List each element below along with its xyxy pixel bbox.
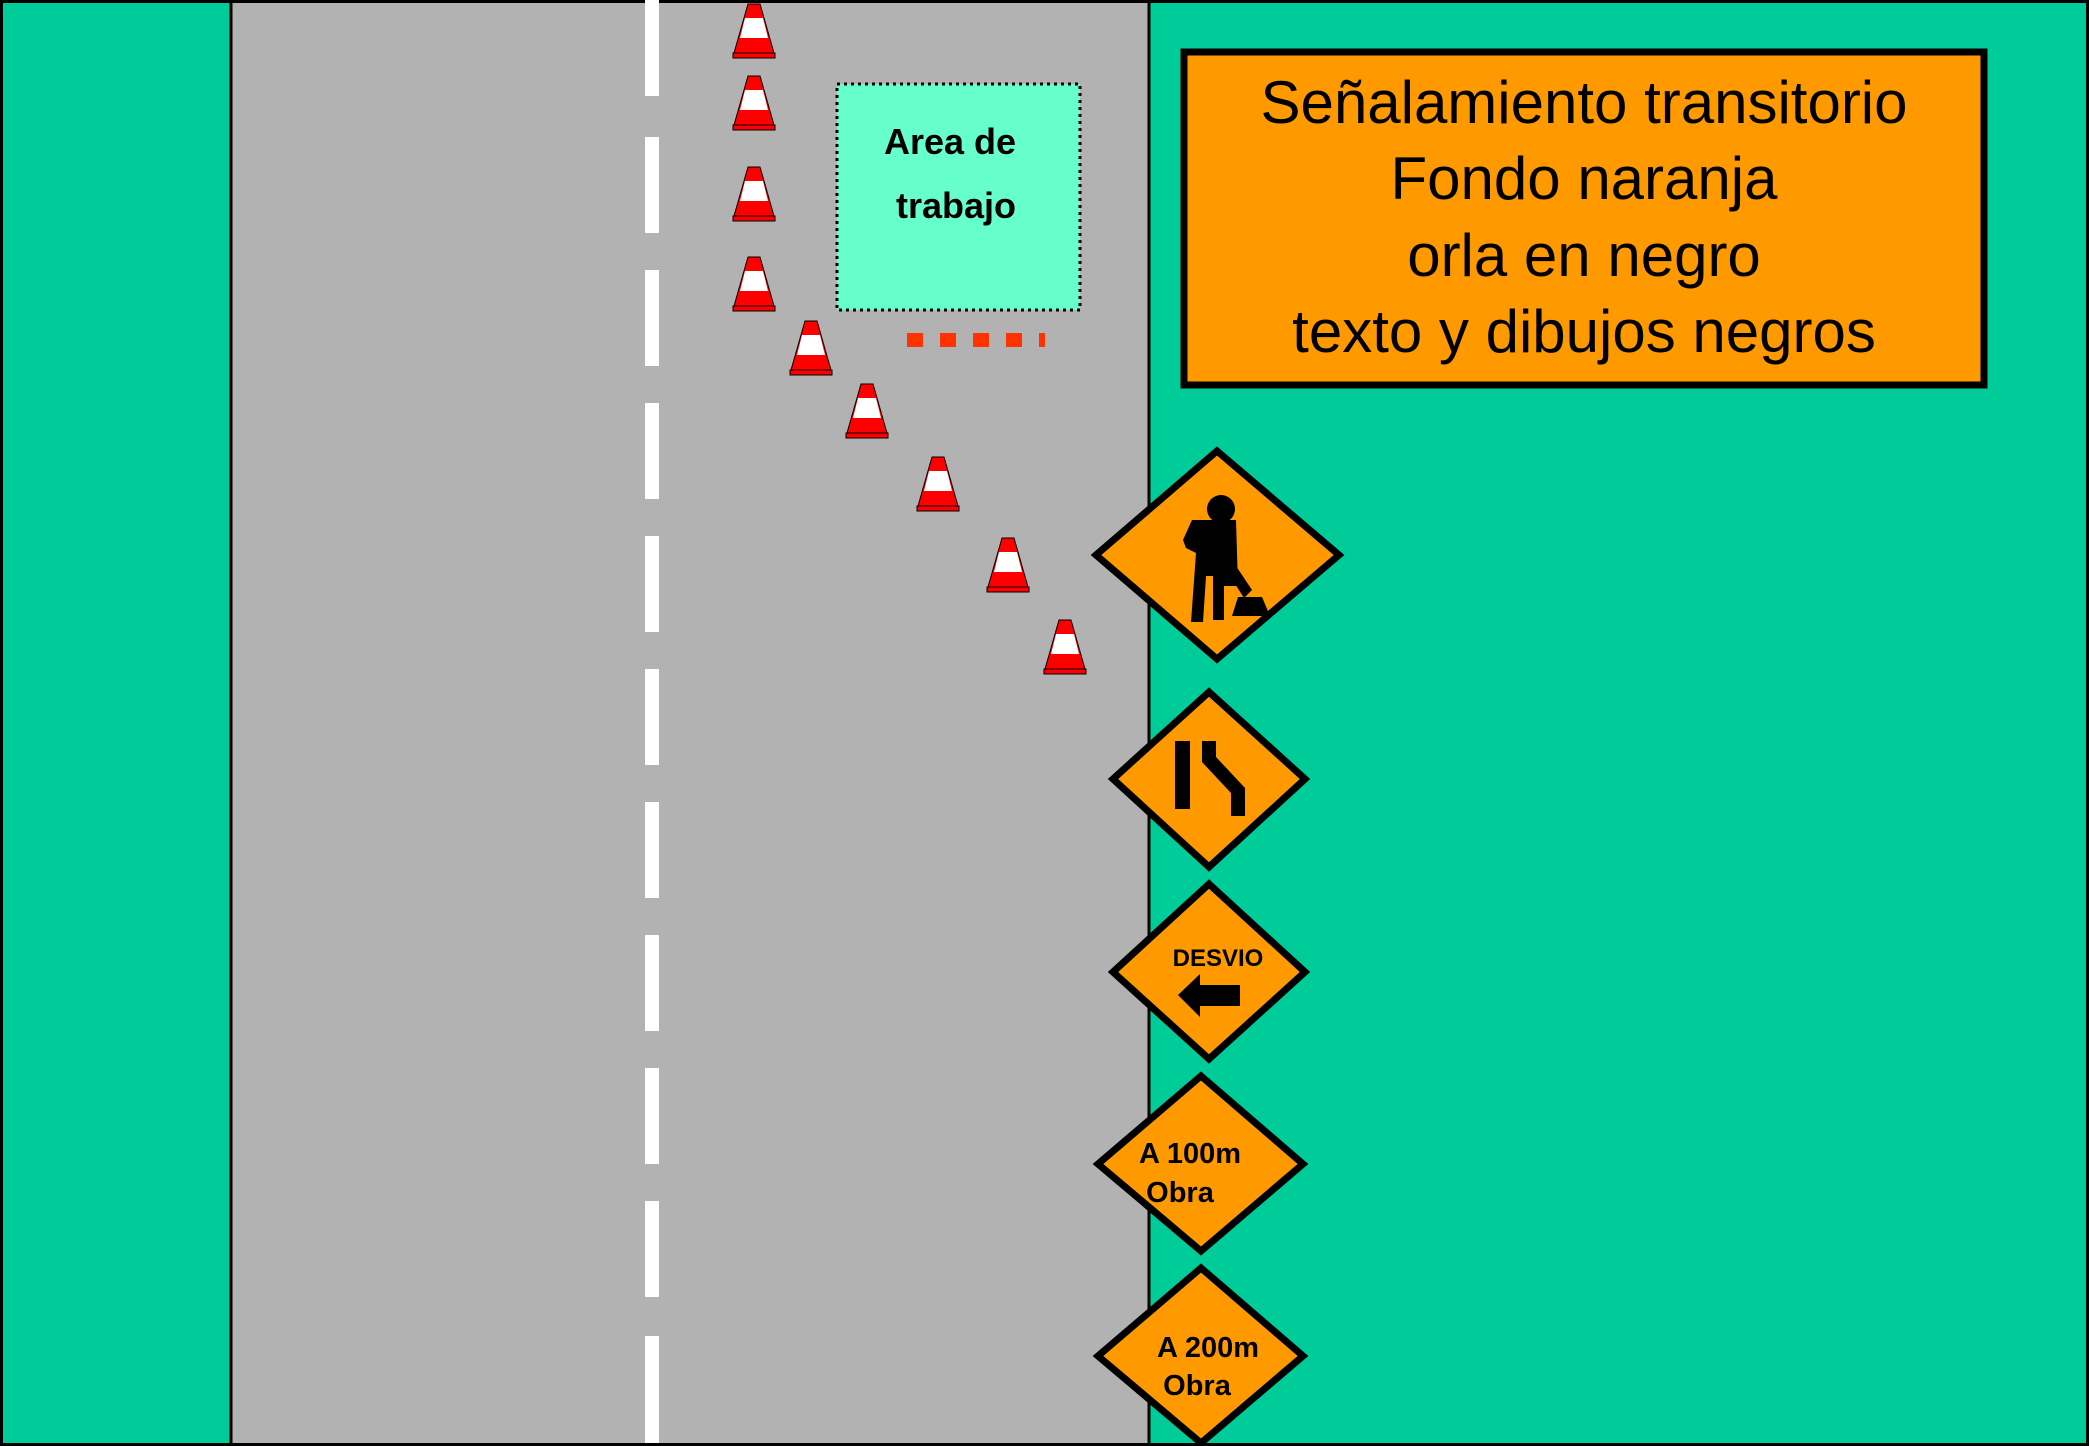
traffic-cone — [732, 75, 776, 131]
traffic-cone — [732, 256, 776, 312]
sign-diamond — [1107, 687, 1311, 872]
lane-reduction-icon — [1175, 741, 1245, 816]
traffic-cone — [1043, 619, 1087, 675]
traffic-cone — [986, 537, 1030, 593]
worker-icon — [1183, 495, 1270, 622]
sign-men-at-work — [1090, 446, 1345, 664]
lane-dash — [645, 1336, 659, 1443]
legend-background — [1180, 48, 1988, 389]
lane-dash — [645, 270, 659, 366]
obra-200m-line1: A 200m — [1157, 1332, 1259, 1364]
sign-diamond — [1092, 1071, 1309, 1256]
lane-dash — [645, 802, 659, 898]
legend-line-4: texto y dibujos negros — [1292, 298, 1876, 365]
arrow-left-icon — [1178, 974, 1240, 1017]
traffic-cone — [789, 320, 833, 376]
work-area-box — [835, 82, 1082, 312]
center-lane-marking — [645, 0, 659, 1443]
legend-line-2: Fondo naranja — [1391, 145, 1779, 212]
lane-dash — [645, 669, 659, 765]
legend-line-3: orla en negro — [1407, 222, 1761, 289]
sign-diamond — [1107, 879, 1311, 1064]
sign-diamond — [1092, 1263, 1309, 1446]
sign-detour: DESVIO — [1107, 879, 1311, 1064]
legend-box: Señalamiento transitorio Fondo naranja o… — [1180, 48, 1988, 389]
sign-obra-100m: A 100m Obra — [1092, 1071, 1309, 1256]
traffic-cone — [845, 383, 889, 439]
traffic-cone — [916, 456, 960, 512]
sign-obra-200m: A 200m Obra — [1092, 1263, 1309, 1446]
obra-100m-line2: Obra — [1146, 1177, 1215, 1209]
traffic-cone — [732, 3, 776, 59]
lane-dash — [645, 137, 659, 233]
lane-dash — [645, 0, 659, 96]
obra-100m-line1: A 100m — [1139, 1138, 1241, 1170]
traffic-cone — [732, 166, 776, 222]
work-area-label-line1: Area de — [884, 121, 1016, 162]
work-area: Area de trabajo — [835, 82, 1082, 312]
traffic-cones — [732, 3, 1087, 675]
lane-dash — [645, 536, 659, 632]
sign-lane-narrows — [1107, 687, 1311, 872]
lane-dash — [645, 935, 659, 1031]
lane-dash — [645, 1068, 659, 1164]
legend-line-1: Señalamiento transitorio — [1260, 69, 1907, 136]
obra-200m-line2: Obra — [1163, 1370, 1232, 1402]
lane-dash — [645, 403, 659, 499]
detour-label: DESVIO — [1173, 945, 1264, 972]
left-verge — [3, 3, 231, 1443]
work-area-label-line2: trabajo — [896, 185, 1016, 226]
lane-dash — [645, 1201, 659, 1297]
